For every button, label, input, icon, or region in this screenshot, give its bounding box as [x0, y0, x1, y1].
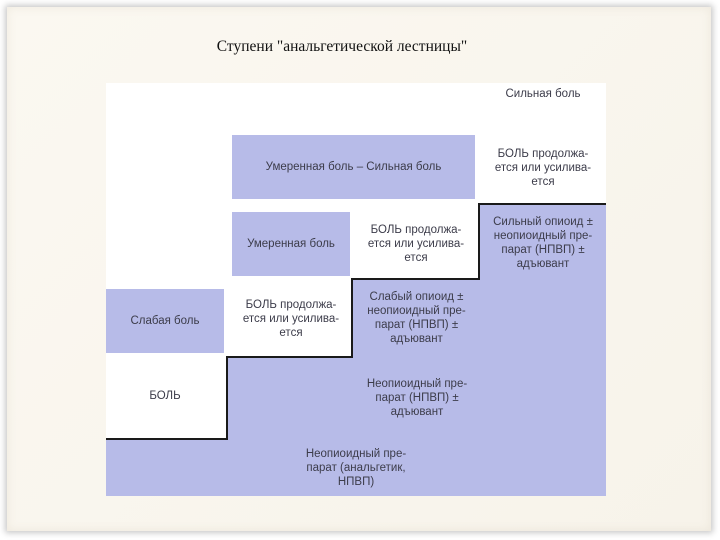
step4-treatment-text: Сильный опиоид ± неопиоидный пре- парат …: [493, 216, 593, 270]
step2-pain-continues-box: БОЛЬ продолжа- ется или усилива- ется: [230, 283, 352, 355]
step4-edge-horizontal: [478, 203, 606, 205]
step2-pain-label: Умеренная боль: [247, 238, 335, 250]
step4-pain-label: Сильная боль: [505, 88, 581, 100]
step1-pain-box: Слабая боль: [106, 289, 224, 353]
step2-edge-horizontal: [226, 356, 353, 358]
step4-pain-continues-box: БОЛЬ продолжа- ется или усилива- ется: [482, 133, 604, 203]
step1-treatment-text: Неопиоидный пре- парат (анальгетик, НПВП…: [305, 448, 407, 488]
step3-treatment-text: Слабый опиоид ± неопиоидный пре- парат (…: [367, 291, 466, 345]
step3-edge-vertical: [478, 203, 480, 280]
step3-pain-continues-text: БОЛЬ продолжа- ется или усилива- ется: [367, 224, 465, 264]
slide-frame: Ступени "анальгетической лестницы" Неопи…: [7, 7, 711, 531]
step1-pain-continues-text: БОЛЬ: [149, 390, 181, 402]
step3-pain-label: Умеренная боль – Сильная боль: [265, 161, 442, 173]
step1-pain-continues-box: БОЛЬ: [106, 358, 224, 438]
step2-pain-continues-text: БОЛЬ продолжа- ется или усилива- ется: [242, 299, 340, 339]
step3-pain-box: Умеренная боль – Сильная боль: [232, 135, 475, 199]
step3-treatment-box: Слабый опиоид ± неопиоидный пре- парат (…: [353, 280, 606, 358]
step3-edge-horizontal: [351, 278, 480, 280]
step1-treatment-box: Неопиоидный пре- парат (анальгетик, НПВП…: [106, 440, 606, 496]
step1-edge-horizontal: [106, 438, 228, 440]
step2-pain-box: Умеренная боль: [232, 212, 350, 276]
step1-edge-vertical: [226, 356, 228, 440]
analgesic-ladder-diagram: Неопиоидный пре- парат (анальгетик, НПВП…: [106, 83, 606, 496]
step4-treatment-box: Сильный опиоид ± неопиоидный пре- парат …: [480, 205, 606, 280]
step4-pain-box: Сильная боль: [480, 83, 606, 105]
step2-treatment-box: Неопиоидный пре- парат (НПВП) ± адъювант: [228, 358, 606, 440]
slide-title: Ступени "анальгетической лестницы": [216, 38, 468, 55]
step4-pain-continues-text: БОЛЬ продолжа- ется или усилива- ется: [494, 148, 592, 188]
step2-treatment-text: Неопиоидный пре- парат (НПВП) ± адъювант: [366, 378, 468, 418]
step1-pain-label: Слабая боль: [130, 315, 200, 327]
step2-edge-vertical: [351, 278, 353, 358]
step3-pain-continues-box: БОЛЬ продолжа- ется или усилива- ется: [355, 211, 477, 277]
